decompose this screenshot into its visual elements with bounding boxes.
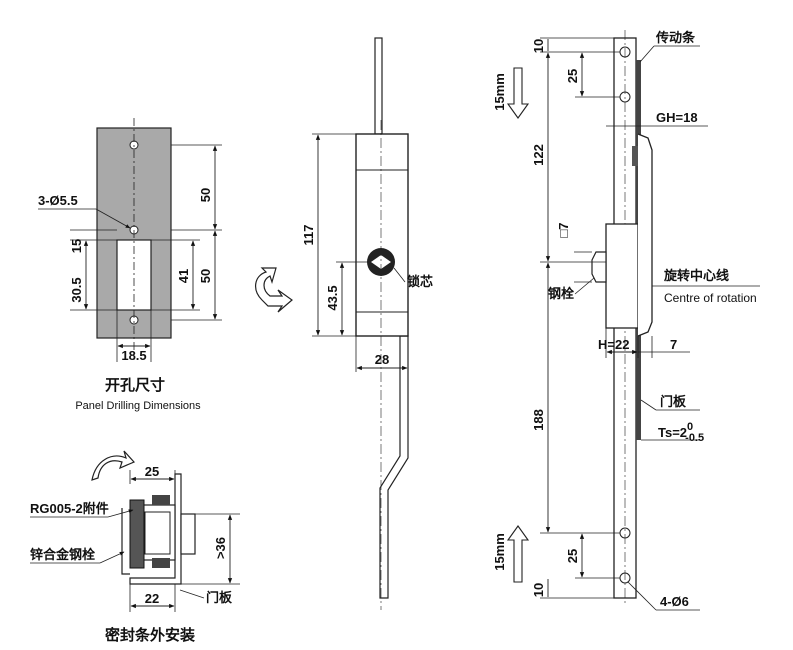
strip-label: 传动条	[655, 30, 696, 45]
down-arrow-icon	[506, 67, 530, 119]
dim-22: 22	[145, 591, 159, 606]
alloy-label: 锌合金钢栓	[30, 547, 95, 562]
dim-36: >36	[213, 537, 228, 559]
dim-50-upper: 50	[198, 188, 213, 202]
dim-15: 15	[69, 239, 84, 253]
panel-caption-cn: 开孔尺寸	[105, 376, 165, 394]
dim-10-bottom: 10	[531, 583, 546, 597]
dim-122: 122	[531, 144, 546, 166]
rotation-label-en: Centre of rotation	[664, 291, 757, 305]
up-arrow-icon	[506, 525, 530, 583]
ts-label: Ts=20-0.5	[658, 421, 704, 444]
lock-front-view: 117 43.5 28 锁芯	[255, 37, 433, 610]
dim-43-5: 43.5	[325, 285, 340, 310]
holes-label: 4-Ø6	[660, 594, 689, 609]
dim-15mm-top: 15mm	[492, 73, 507, 111]
mount-caption: 密封条外安装	[105, 626, 196, 644]
dim-188: 188	[531, 409, 546, 431]
gh-label: GH=18	[656, 110, 698, 125]
door-label-side: 门板	[660, 394, 687, 409]
lock-core-label: 锁芯	[407, 274, 433, 289]
bolt-label: 钢栓	[548, 286, 574, 301]
dim-7: 7	[670, 337, 677, 352]
lock-body	[355, 133, 409, 337]
rod-top	[374, 37, 383, 135]
part-label: RG005-2附件	[30, 501, 109, 516]
dim-h22: H=22	[598, 337, 629, 352]
steel-bolt	[591, 251, 607, 283]
dim-28: 28	[375, 352, 389, 367]
dim-10-top: 10	[531, 39, 546, 53]
dim-117: 117	[301, 225, 316, 246]
dim-30-5: 30.5	[69, 277, 84, 302]
panel-drilling-view: 50 50 41 15 30.5 3-Ø5.5 18.5 开孔尺寸 Panel …	[38, 118, 222, 412]
dim-25-mount: 25	[145, 464, 159, 479]
rotate-arrow-icon	[91, 450, 136, 481]
dim-25-bottom: 25	[565, 549, 580, 563]
hole-callout: 3-Ø5.5	[38, 193, 78, 208]
dim-15mm-bottom: 15mm	[492, 533, 507, 571]
side-view: 10 25 122 188 25 10 15mm 15mm □7 钢栓 传动条 …	[492, 30, 760, 611]
side-lock-body	[605, 223, 639, 329]
rotate-arrow-icon-front	[255, 267, 293, 313]
rotation-label-cn: 旋转中心线	[663, 268, 729, 283]
lock-body-section	[139, 504, 176, 561]
dim-18-5: 18.5	[121, 348, 146, 363]
door-label-mount: 门板	[206, 590, 233, 605]
dim-50-lower: 50	[198, 269, 213, 283]
seal-mount-view: 25 RG005-2附件 锌合金钢栓 >36 22 门板 密封条外安装	[30, 450, 240, 644]
panel-caption-en: Panel Drilling Dimensions	[75, 400, 201, 412]
dim-25-top: 25	[565, 69, 580, 83]
dim-sq7: □7	[556, 222, 571, 237]
dim-41: 41	[176, 269, 191, 283]
rod-bottom	[379, 335, 409, 599]
